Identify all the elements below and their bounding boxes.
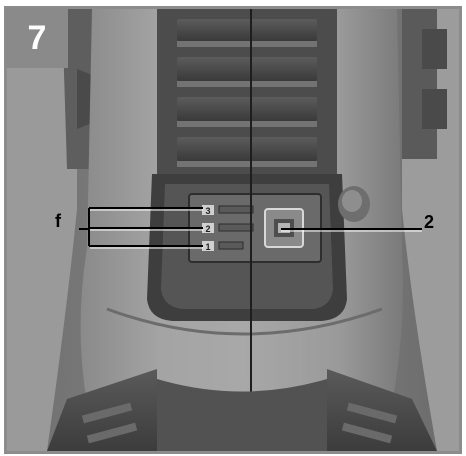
selector-mark-1: 1 xyxy=(205,242,210,252)
callout-label-2: 2 xyxy=(424,212,435,232)
tool-photo-illustration: 3 2 1 xyxy=(7,9,459,451)
selector-marks: 3 2 1 xyxy=(202,205,254,252)
figure-number: 7 xyxy=(27,18,47,57)
callout-label-f: f xyxy=(55,211,61,231)
vent-slots xyxy=(177,19,317,167)
figure-number-badge: 7 xyxy=(6,8,68,68)
selector-mark-3: 3 xyxy=(205,206,210,216)
selector-mark-2: 2 xyxy=(205,224,210,234)
callout-leaders xyxy=(79,207,422,249)
product-photo: 3 2 1 xyxy=(4,6,462,454)
